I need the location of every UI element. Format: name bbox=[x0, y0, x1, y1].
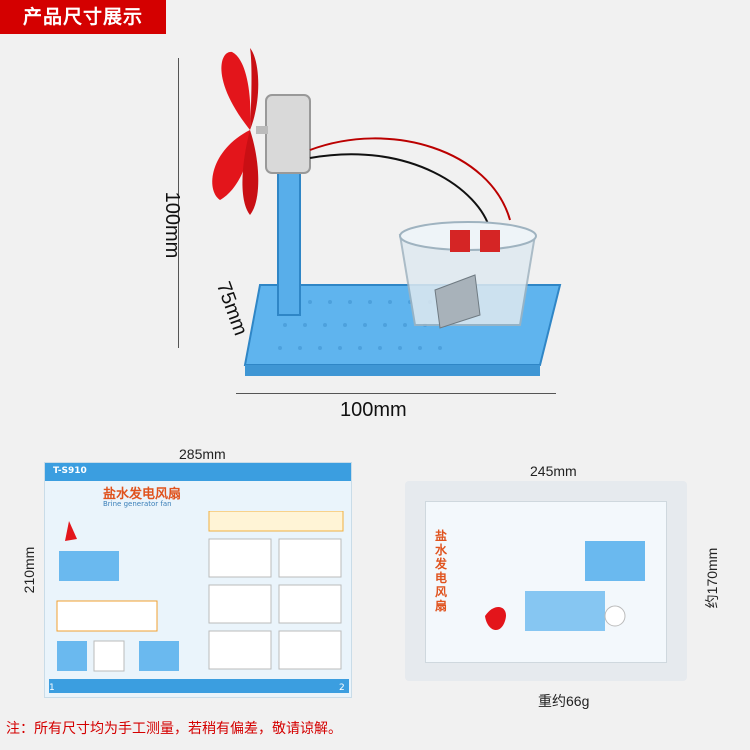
height-label: 100mm bbox=[161, 191, 183, 259]
poster-page-right: 2 bbox=[339, 683, 345, 693]
packaged-product: 盐水发电风扇 bbox=[405, 481, 687, 681]
page-title: 产品尺寸展示 bbox=[0, 0, 166, 34]
bag-contents bbox=[485, 541, 645, 631]
bag-height-label: 约170mm bbox=[704, 547, 720, 609]
poster-steps-illustration bbox=[49, 511, 349, 693]
bag-side-text: 盐水发电风扇 bbox=[435, 529, 448, 613]
width-dimension-line bbox=[236, 393, 556, 394]
fan-icon bbox=[212, 48, 259, 215]
poster-page-left: 1 bbox=[49, 683, 55, 693]
poster-width-label: 285mm bbox=[179, 446, 226, 462]
product-photo bbox=[212, 48, 562, 376]
instruction-poster: T-S910 盐水发电风扇 Brine generator fan 1 2 bbox=[44, 462, 352, 698]
height-dimension-line bbox=[178, 58, 179, 348]
bag-width-label: 245mm bbox=[530, 463, 577, 479]
width-label: 100mm bbox=[340, 399, 407, 421]
poster-code: T-S910 bbox=[53, 466, 87, 476]
poster-height-label: 210mm bbox=[21, 546, 37, 594]
bag-weight-label: 重约66g bbox=[538, 693, 590, 709]
poster-subheading: Brine generator fan bbox=[103, 500, 172, 508]
poster-heading: 盐水发电风扇 bbox=[103, 487, 182, 502]
measurement-note: 注：所有尺寸均为手工测量，若稍有偏差，敬请谅解。 bbox=[6, 721, 342, 737]
